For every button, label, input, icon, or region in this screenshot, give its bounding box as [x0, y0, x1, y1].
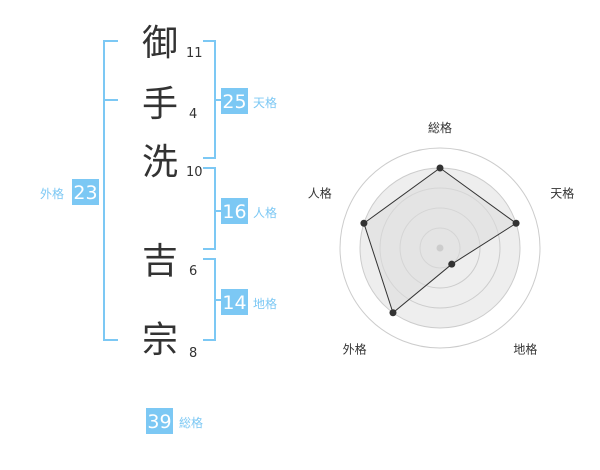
chikaku-bracket [203, 258, 221, 341]
soukaku-label: 総格 [179, 415, 203, 430]
name-char-2: 手 [142, 84, 178, 125]
soukaku-value: 39 [147, 411, 171, 433]
jinkaku-value: 16 [222, 201, 246, 223]
radar-axis-label-2: 天格 [550, 186, 574, 201]
radar-point-1 [436, 164, 444, 172]
stroke-count-2: 4 [189, 107, 197, 122]
chikaku-value: 14 [222, 292, 246, 314]
stroke-count-5: 8 [189, 346, 197, 361]
tenkaku-bracket [203, 40, 221, 159]
radar-center-dot [436, 244, 444, 252]
jinkaku-value-box [221, 198, 248, 224]
jinkaku-label: 人格 [253, 205, 277, 220]
radar-axis-label-3: 地格 [513, 341, 537, 356]
tenkaku-value-box [221, 88, 248, 114]
radar-axis-label-4: 外格 [343, 341, 367, 356]
tenkaku-label: 天格 [253, 95, 277, 110]
stroke-count-1: 11 [186, 46, 203, 61]
name-char-1: 御 [142, 23, 178, 64]
name-char-4: 吉 [142, 241, 178, 282]
soukaku-value-box [146, 408, 173, 434]
gaikaku-bracket [103, 40, 118, 341]
chikaku-label: 地格 [253, 296, 277, 311]
name-char-5: 宗 [142, 320, 178, 361]
radar-point-3 [448, 260, 456, 268]
gaikaku-value: 23 [73, 182, 97, 204]
stroke-count-3: 10 [186, 165, 203, 180]
radar-axis-label-5: 人格 [308, 186, 332, 201]
radar-data-polygon [363, 167, 517, 314]
name-diagram: 御 11 手 4 洗 10 吉 6 宗 8 25 天格 16 人格 14 地格 … [40, 23, 277, 434]
tenkaku-value: 25 [222, 91, 246, 113]
chikaku-value-box [221, 289, 248, 315]
radar-point-4 [389, 309, 397, 317]
radar-point-2 [512, 219, 520, 227]
radar-axis-label-1: 総格 [428, 120, 452, 135]
gaikaku-label: 外格 [40, 186, 64, 201]
gaikaku-value-box [72, 179, 99, 205]
jinkaku-bracket [203, 167, 221, 250]
stroke-count-4: 6 [189, 264, 197, 279]
radar-ring-5 [339, 147, 541, 349]
radar-point-5 [360, 219, 368, 227]
name-char-3: 洗 [142, 142, 178, 183]
